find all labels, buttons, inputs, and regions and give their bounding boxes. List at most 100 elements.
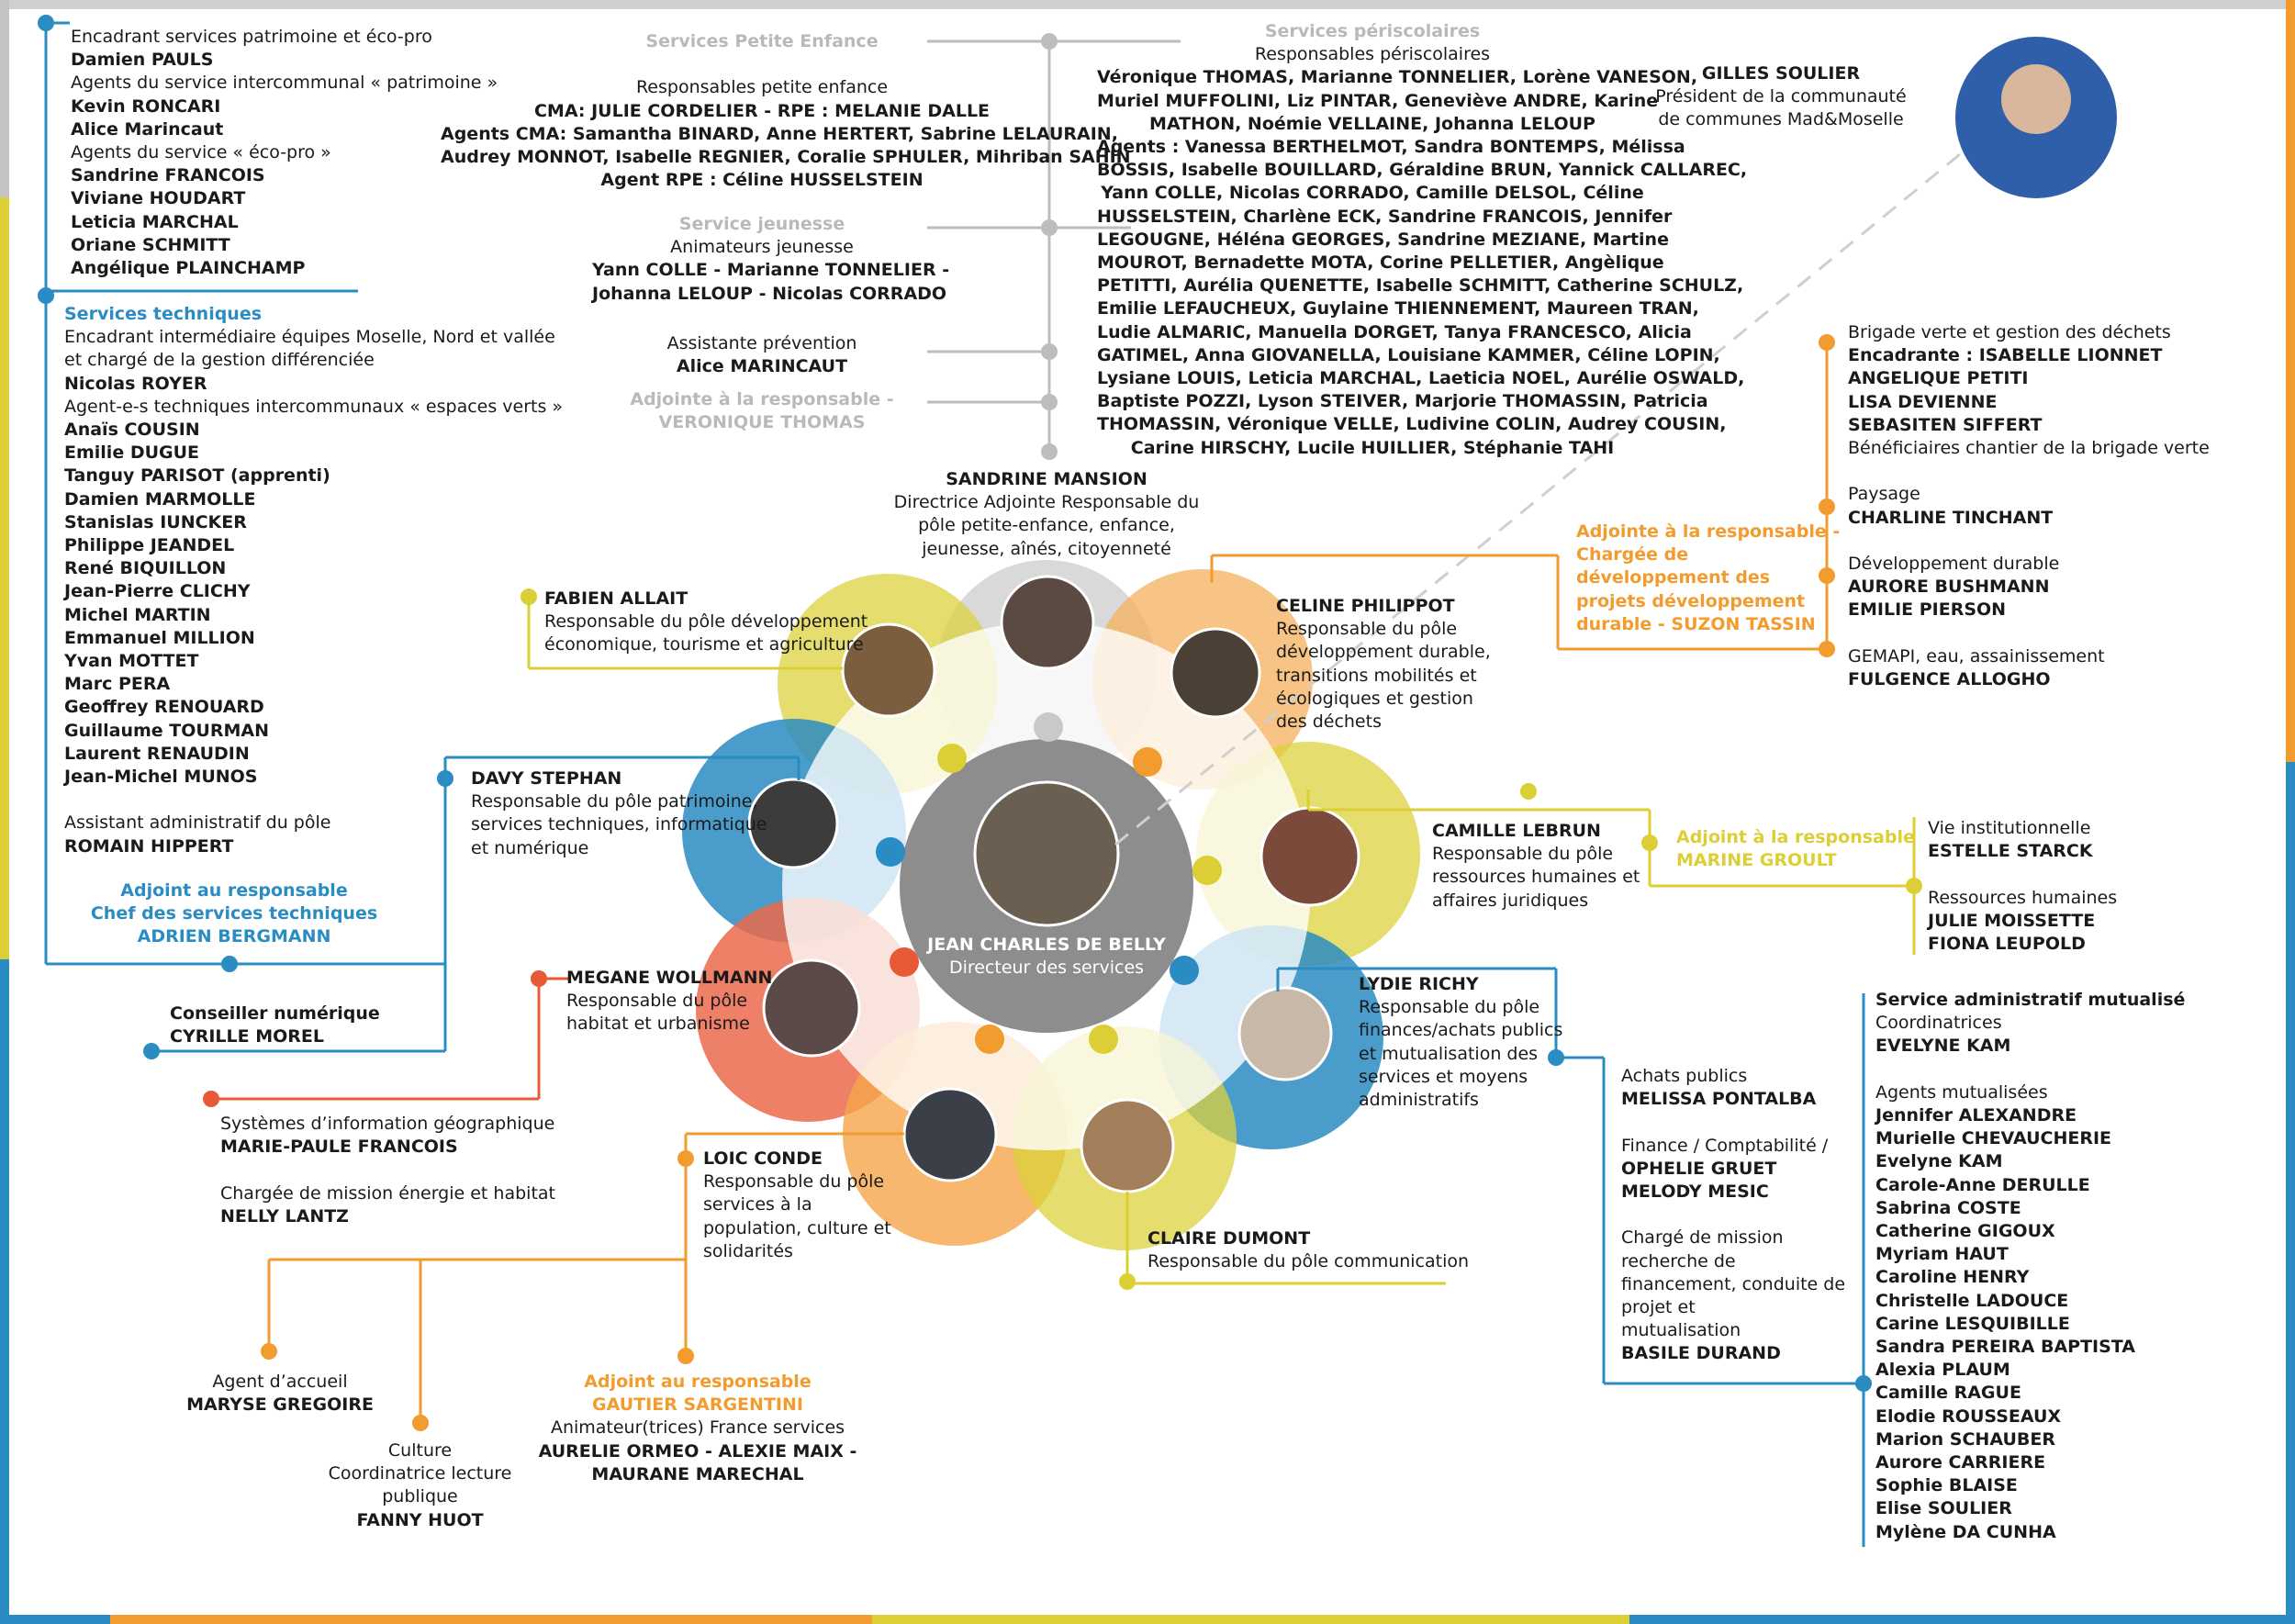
periscolaires-line: Baptiste POZZI, Lyson STEIVER, Marjorie … [1097, 391, 1708, 412]
prevention-line: Alice MARINCAUT [676, 356, 848, 377]
brigade-line: AURORE BUSHMANN [1848, 577, 2050, 598]
mutualise-line: Caroline HENRY [1875, 1267, 2030, 1288]
sandrine-line: Directrice Adjointe Responsable du [893, 492, 1200, 513]
brigade-line: EMILIE PIERSON [1848, 599, 2007, 621]
mutualise-line: Marion SCHAUBER [1875, 1428, 2055, 1450]
brigade-line: GEMAPI, eau, assainissement [1848, 645, 2105, 666]
achats-line: Achats publics [1621, 1066, 1748, 1086]
brigade-line: FULGENCE ALLOGHO [1848, 669, 2051, 690]
periscolaires-line: MATHON, Noémie VELLAINE, Johanna LELOUP [1149, 113, 1595, 134]
avatar-camille [1259, 806, 1360, 907]
celine-line: CELINE PHILIPPOT [1276, 596, 1455, 616]
mutualise-line: Mylène DA CUNHA [1875, 1521, 2056, 1542]
jeunesse-line: Johanna LELOUP - Nicolas CORRADO [592, 283, 947, 304]
periscolaires-line: Yann COLLE, Nicolas CORRADO, Camille DEL… [1101, 183, 1644, 204]
mutualise-line: Sabrina COSTE [1875, 1197, 2021, 1218]
brigade-line [1848, 622, 2210, 645]
grey-connector-dots [1041, 33, 1058, 460]
adjointe-celine-line: Adjointe à la responsable - [1576, 521, 1841, 542]
sig-line: Chargée de mission énergie et habitat [220, 1182, 555, 1204]
achats-line: OPHELIE GRUET [1621, 1158, 1777, 1179]
director-line: Directeur des services [948, 958, 1145, 979]
adjoint-loic-line: Animateur(trices) France services [550, 1417, 845, 1439]
petite-enfance-line: Agents CMA: Samantha BINARD, Anne HERTER… [441, 123, 1118, 144]
ring-dot-orange [1133, 747, 1162, 777]
achats-line: MELODY MESIC [1621, 1182, 1769, 1203]
patrimoine-block-line: Oriane SCHMITT [71, 234, 230, 255]
vie-inst-line: ESTELLE STARCK [1928, 841, 2093, 862]
brigade-line: Encadrante : ISABELLE LIONNET [1848, 345, 2163, 366]
achats-line: MELISSA PONTALBA [1621, 1089, 1817, 1110]
avatar-sandrine [1000, 575, 1095, 670]
achats-line: Chargé de mission [1621, 1227, 1784, 1249]
celine-line: Responsable du pôle [1276, 619, 1458, 640]
achats-line: BASILE DURAND [1621, 1343, 1781, 1364]
brigade-line: LISA DEVIENNE [1848, 391, 1998, 412]
loic-line: Responsable du pôle [703, 1171, 885, 1193]
periscolaires-line: LEGOUGNE, Héléna GEORGES, Sandrine MEZIA… [1097, 229, 1669, 250]
patrimoine-block-line: Viviane HOUDART [71, 188, 246, 209]
president-line: Président de la communauté [1655, 86, 1907, 107]
mutualise-line: Camille RAGUE [1875, 1383, 2021, 1404]
yellow-connector-fabien [527, 597, 843, 670]
vie-inst-line: Ressources humaines [1928, 887, 2118, 908]
petite-enfance-line: Agent RPE : Céline HUSSELSTEIN [600, 170, 924, 191]
periscolaires-line: HUSSELSTEIN, Charlène ECK, Sandrine FRAN… [1097, 206, 1673, 227]
achats-line: recherche de [1621, 1250, 1736, 1271]
patrimoine-block-line: Encadrant services patrimoine et éco-pro [71, 27, 432, 47]
right-frame-blue [2286, 762, 2295, 1624]
camille-line: Responsable du pôle [1432, 844, 1614, 865]
adjoint-loic-line: AURELIE ORMEO - ALEXIE MAIX - [538, 1440, 857, 1462]
culture-line: publique [382, 1486, 458, 1507]
mutualise-line: Murielle CHEVAUCHERIE [1875, 1128, 2112, 1149]
loic-line: LOIC CONDE [703, 1148, 823, 1169]
avatar-lydie [1237, 986, 1333, 1081]
loic-line: services à la [703, 1194, 812, 1215]
davy-line: services techniques, informatique [471, 814, 767, 835]
ring-dot-blue [876, 837, 905, 867]
avatar-davy [747, 778, 839, 869]
ring-dots [876, 712, 1222, 1054]
brigade-line: ANGELIQUE PETITI [1848, 368, 2029, 389]
patrimoine-block-line: Alice Marincaut [71, 118, 224, 140]
petite-enfance-line: Audrey MONNOT, Isabelle REGNIER, Coralie… [441, 147, 1131, 168]
techniques-block-line: Marc PERA [64, 674, 171, 695]
megane-line: Responsable du pôle [566, 991, 748, 1012]
culture-line: Culture [387, 1440, 453, 1461]
vie-inst-line: FIONA LEUPOLD [1928, 934, 2086, 955]
conseiller-numerique-line: Conseiller numérique [170, 1003, 380, 1024]
prevention-line: Assistante prévention [666, 333, 857, 353]
camille-line: ressources humaines et [1432, 867, 1640, 888]
achats-line: projet et [1621, 1297, 1696, 1318]
jeunesse-line: Animateurs jeunesse [670, 237, 854, 258]
periscolaires-line: Agents : Vanessa BERTHELMOT, Sandra BONT… [1097, 137, 1685, 158]
blue-connectors-left [44, 21, 800, 1053]
adjoint-techniques-line: ADRIEN BERGMANN [137, 926, 331, 947]
lydie-line: administratifs [1359, 1090, 1479, 1111]
president-line: de communes Mad&Moselle [1658, 109, 1904, 130]
achats-line: Finance / Comptabilité / [1621, 1135, 1829, 1156]
conseiller-numerique-line: CYRILLE MOREL [170, 1026, 324, 1047]
techniques-block-line: Yvan MOTTET [64, 651, 199, 672]
orange-connectors-celine [1210, 342, 1829, 651]
mutualise-line: Elise SOULIER [1875, 1498, 2012, 1519]
left-frame-yellow [0, 197, 9, 959]
mutualise-line: Sandra PEREIRA BAPTISTA [1875, 1337, 2135, 1358]
brigade-line: Bénéficiaires chantier de la brigade ver… [1848, 438, 2210, 459]
achats-line [1621, 1111, 1845, 1134]
periscolaires-line: Carine HIRSCHY, Lucile HUILLIER, Stéphan… [1130, 437, 1615, 458]
ring-dot-orange-bottom [975, 1025, 1004, 1054]
jeunesse-line: Service jeunesse [678, 214, 845, 234]
mutualise-line: Evelyne KAM [1875, 1151, 2003, 1172]
left-frame-grey [0, 0, 9, 197]
periscolaires-line: Ludie ALMARIC, Manuella DORGET, Tanya FR… [1097, 321, 1692, 342]
